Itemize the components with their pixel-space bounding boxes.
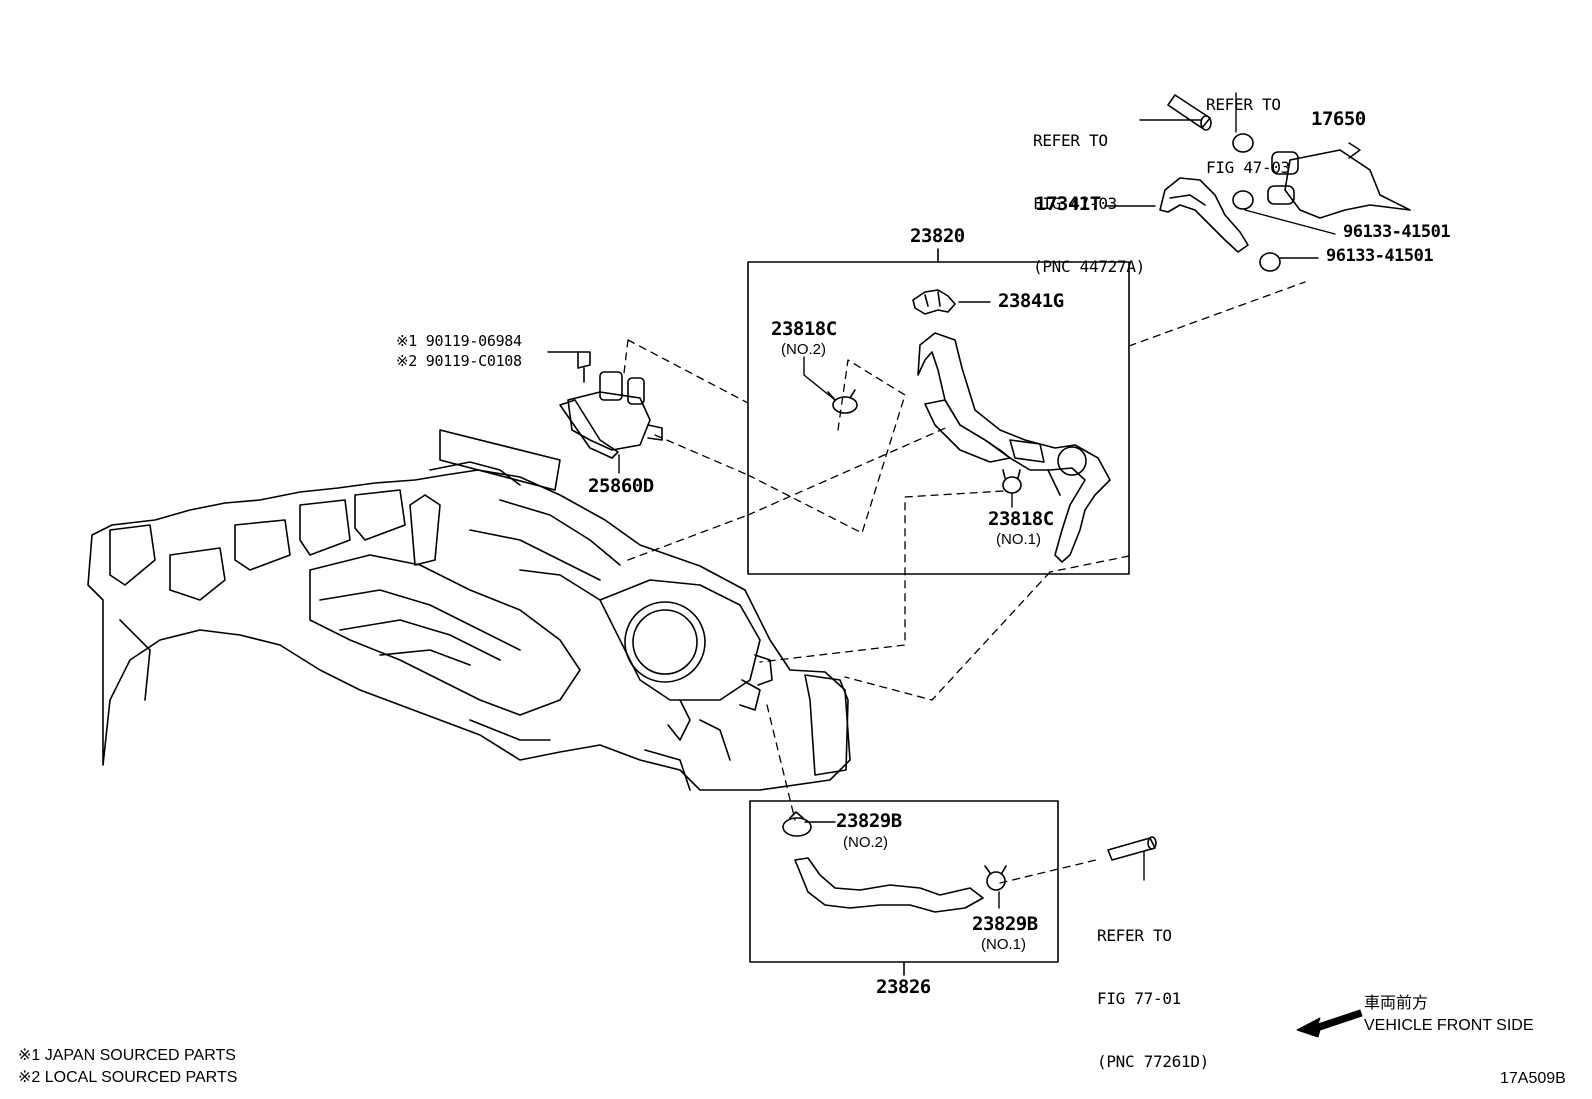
ref-fig-47-03-top-right: REFER TO FIG 47-03 (1206, 52, 1290, 199)
ref-line: REFER TO (1206, 95, 1281, 114)
clip-23841g-icon (912, 289, 956, 315)
label-23818c-no1: 23818C (988, 508, 1054, 530)
label-23829b-no2-sub: (NO.2) (843, 834, 888, 851)
clamp-23818c-no2-icon (827, 389, 858, 414)
ref-fig-47-03-top-left: REFER TO FIG 47-03 (PNC 44727A) (1033, 88, 1145, 298)
hose-17341t-icon (1159, 177, 1249, 253)
ref-line: REFER TO (1033, 131, 1108, 150)
label-23818c-no2-sub: (NO.2) (781, 341, 826, 358)
label-25860d: 25860D (588, 475, 654, 497)
ref-fig-77-01: REFER TO FIG 77-01 (PNC 77261D) (1097, 883, 1209, 1093)
ref-line: (PNC 77261D) (1097, 1052, 1209, 1071)
label-96133-a: 96133-41501 (1343, 222, 1451, 242)
ref-line: REFER TO (1097, 926, 1172, 945)
footnote-japan-sourced: ※1 JAPAN SOURCED PARTS (18, 1047, 236, 1064)
valve-25860d-icon (559, 351, 663, 459)
label-23826: 23826 (876, 976, 931, 998)
hose-23826-icon (794, 857, 984, 913)
hose-assembly-23820-box (747, 261, 1130, 575)
bolt-label-1: ※1 90119-06984 (396, 332, 522, 350)
figure-id: 17A509B (1500, 1070, 1566, 1087)
label-23841g: 23841G (998, 290, 1064, 312)
footnote-local-sourced: ※2 LOCAL SOURCED PARTS (18, 1069, 238, 1086)
direction-label-en: VEHICLE FRONT SIDE (1364, 1017, 1534, 1034)
label-23829b-no2: 23829B (836, 810, 902, 832)
label-23829b-no1: 23829B (972, 913, 1038, 935)
clamp-96133-b-icon (1259, 252, 1281, 272)
label-96133-b: 96133-41501 (1326, 246, 1434, 266)
leader-lines (547, 92, 1361, 909)
label-17341t: 17341T (1035, 193, 1101, 215)
pipe-ref-77261d-icon (1107, 836, 1157, 861)
clamp-23829b-no1-icon (984, 865, 1007, 891)
hose-23820-icon (917, 332, 1111, 563)
label-23818c-no2: 23818C (771, 318, 837, 340)
ref-line: FIG 47-03 (1206, 158, 1290, 177)
ref-line: FIG 47-03 (1033, 194, 1117, 213)
label-23829b-no1-sub: (NO.1) (981, 936, 1026, 953)
label-23820: 23820 (910, 225, 965, 247)
bolt-label-2: ※2 90119-C0108 (396, 352, 522, 370)
engine-block-outline (87, 429, 851, 791)
ref-line: (PNC 44727A) (1033, 257, 1145, 276)
direction-label-jp: 車両前方 (1364, 993, 1429, 1012)
label-17650: 17650 (1311, 108, 1366, 130)
clamp-23829b-no2-icon (782, 811, 812, 837)
label-23818c-no1-sub: (NO.1) (996, 531, 1041, 548)
clamp-23818c-no1-icon (1002, 469, 1022, 494)
part-17650-icon (1267, 149, 1411, 219)
clamp-96133-a-icon (1232, 190, 1254, 210)
pipe-ref-44727a-icon (1167, 94, 1212, 131)
routing-dashed-lines (623, 281, 1306, 884)
vehicle-front-arrow-icon (1296, 1009, 1363, 1038)
clamp-top-ref-icon (1232, 133, 1254, 153)
ref-line: FIG 77-01 (1097, 989, 1181, 1008)
